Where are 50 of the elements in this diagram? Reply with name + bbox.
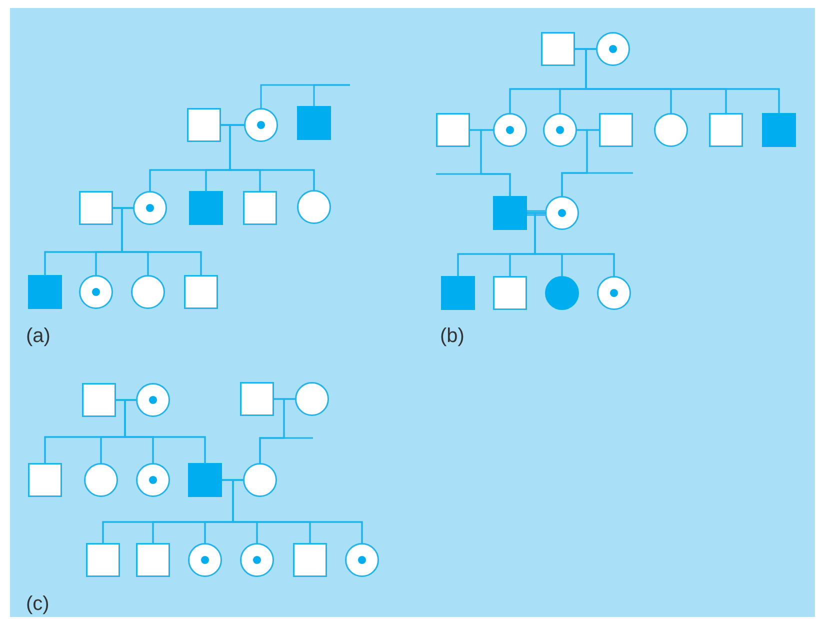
circle-symbol xyxy=(84,463,118,497)
circle-symbol xyxy=(654,113,688,147)
dotted-circle-symbol xyxy=(188,543,222,577)
filled-square-symbol xyxy=(762,113,796,147)
dotted-circle-symbol xyxy=(136,383,170,417)
filled-square-symbol xyxy=(441,276,475,310)
dotted-circle-symbol xyxy=(240,543,274,577)
mating-line xyxy=(526,210,546,216)
square-symbol xyxy=(709,113,743,147)
square-symbol xyxy=(240,382,274,416)
pedigree-line xyxy=(313,84,350,106)
dotted-circle-symbol xyxy=(597,276,631,310)
dotted-circle-symbol xyxy=(79,275,113,309)
square-symbol xyxy=(86,543,120,577)
pedigree-line xyxy=(436,173,511,196)
panel-label: (a) xyxy=(26,326,50,346)
square-symbol xyxy=(184,275,218,309)
filled-square-symbol xyxy=(28,275,62,309)
panel-label: (c) xyxy=(26,594,50,614)
square-symbol xyxy=(493,276,527,310)
square-symbol xyxy=(599,113,633,147)
circle-symbol xyxy=(131,275,165,309)
square-symbol xyxy=(243,191,277,225)
circle-symbol xyxy=(243,463,277,497)
square-symbol xyxy=(136,543,170,577)
dotted-circle-symbol xyxy=(596,32,630,66)
square-symbol xyxy=(28,463,62,497)
dotted-circle-symbol xyxy=(345,543,379,577)
dotted-circle-symbol xyxy=(493,113,527,147)
dotted-circle-symbol xyxy=(543,113,577,147)
square-symbol xyxy=(79,191,113,225)
filled-circle-symbol xyxy=(545,276,579,310)
dotted-circle-symbol xyxy=(136,463,170,497)
square-symbol xyxy=(82,383,116,417)
panel-label: (b) xyxy=(440,326,464,346)
circle-symbol xyxy=(295,382,329,416)
square-symbol xyxy=(187,108,221,142)
dotted-circle-symbol xyxy=(244,108,278,142)
filled-square-symbol xyxy=(297,106,331,140)
filled-square-symbol xyxy=(189,191,223,225)
dotted-circle-symbol xyxy=(133,191,167,225)
filled-square-symbol xyxy=(493,196,527,230)
square-symbol xyxy=(541,32,575,66)
square-symbol xyxy=(293,543,327,577)
circle-symbol xyxy=(297,190,331,224)
pedigree-line xyxy=(561,172,633,196)
pedigree-line xyxy=(259,437,313,463)
filled-square-symbol xyxy=(188,463,222,497)
square-symbol xyxy=(436,113,470,147)
dotted-circle-symbol xyxy=(545,196,579,230)
